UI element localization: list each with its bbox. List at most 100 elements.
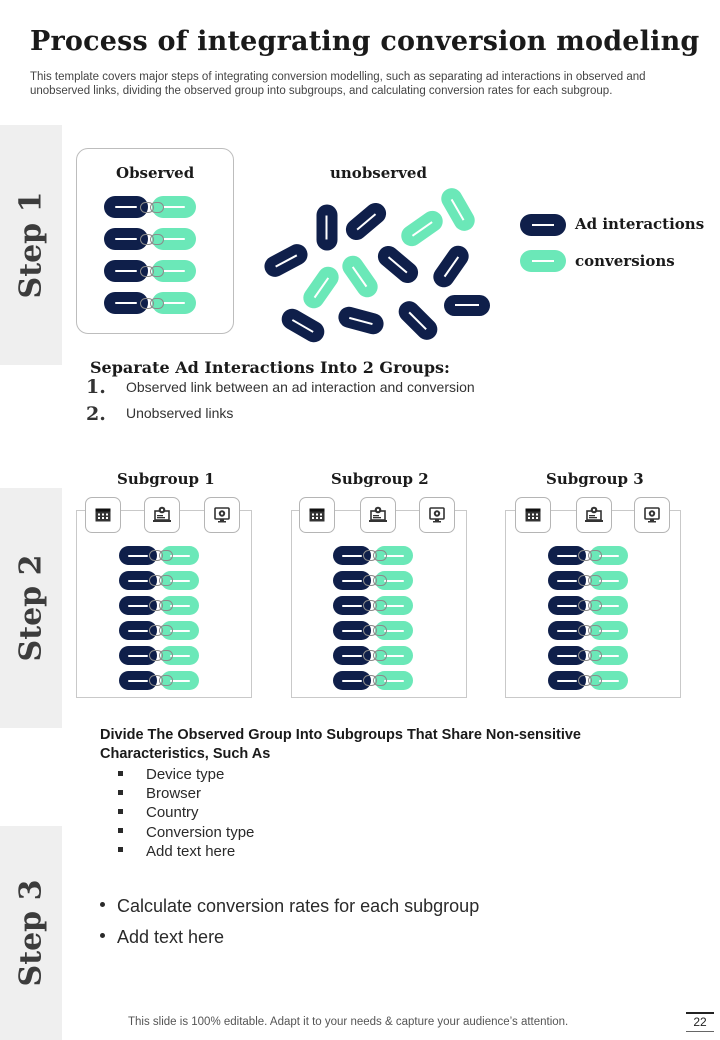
ad-interaction-pill [104,196,148,218]
ad-interaction-pill [341,198,391,244]
step-2-characteristics-list: Device type Browser Country Conversion t… [118,765,254,861]
conversion-pill [437,183,479,235]
step-3-label: Step 3 [13,879,49,987]
link-ring [373,550,387,561]
ad-interaction-pill [333,546,371,565]
item-2-text: Unobserved links [126,405,234,421]
monitor-gear-icon [634,497,670,533]
step-1-heading: Separate Ad Interactions Into 2 Groups: [90,358,450,377]
ad-interaction-pill [333,571,371,590]
calendar-grid-icon [515,497,551,533]
ad-interaction-pill [548,621,586,640]
list-item: Device type [118,765,254,784]
conversion-pill [152,292,196,314]
ad-interaction-pill [119,671,157,690]
page-title: Process of integrating conversion modeli… [30,26,700,57]
ad-interaction-pill [333,671,371,690]
ad-interaction-pill [333,621,371,640]
link-ring [159,575,173,586]
laptop-gear-icon [576,497,612,533]
ad-interaction-pill [104,292,148,314]
link-ring [373,600,387,611]
link-ring [150,201,164,213]
link-ring [159,675,173,686]
step-2-band: Step 2 [0,488,62,728]
link-ring [150,233,164,245]
ad-interaction-pill [316,204,338,250]
conversion-pill [152,228,196,250]
ad-interaction-pill [333,646,371,665]
legend-conversions-label: conversions [575,252,675,270]
conversion-pill [152,196,196,218]
ad-interaction-pill [548,671,586,690]
item-1-text: Observed link between an ad interaction … [126,379,475,395]
monitor-gear-icon [419,497,455,533]
ad-interaction-pill [548,596,586,615]
ad-interaction-pill [333,596,371,615]
link-ring [588,650,602,661]
step-1-band: Step 1 [0,125,62,365]
link-ring [159,650,173,661]
link-ring [373,675,387,686]
link-ring [373,625,387,636]
observed-group-box [76,148,234,334]
subgroup-1-title: Subgroup 1 [117,470,215,488]
link-ring [588,600,602,611]
link-ring [588,675,602,686]
step-3-list: Calculate conversion rates for each subg… [100,891,479,953]
legend-conversions-swatch [520,250,566,272]
link-ring [373,650,387,661]
page-subtitle: This template covers major steps of inte… [30,71,646,97]
conversion-pill [338,251,382,301]
ad-interaction-pill [548,646,586,665]
ad-interaction-pill [260,239,312,281]
conversion-pill [397,206,447,250]
ad-interaction-pill [119,621,157,640]
ad-interaction-pill [104,260,148,282]
ad-interaction-pill [373,241,423,287]
link-ring [150,265,164,277]
ad-interaction-pill [119,596,157,615]
step-1-label: Step 1 [13,191,49,299]
ad-interaction-pill [336,303,386,337]
ad-interaction-pill [548,571,586,590]
list-item: Browser [118,784,254,803]
list-item: Country [118,803,254,822]
page-number: 22 [686,1012,714,1032]
link-ring [373,575,387,586]
link-ring [159,600,173,611]
unobserved-label: unobserved [330,164,427,182]
link-ring [159,550,173,561]
list-item: Conversion type [118,823,254,842]
observed-label: Observed [116,164,195,182]
subgroup-2-title: Subgroup 2 [331,470,429,488]
monitor-gear-icon [204,497,240,533]
legend-ad-interactions-swatch [520,214,566,236]
list-item: Add text here [118,842,254,861]
ad-interaction-pill [119,546,157,565]
ad-interaction-pill [277,304,329,346]
ad-interaction-pill [394,296,442,344]
link-ring [588,550,602,561]
link-ring [150,297,164,309]
list-item: Add text here [100,922,479,953]
ad-interaction-pill [119,571,157,590]
ad-interaction-pill [119,646,157,665]
subgroup-3-title: Subgroup 3 [546,470,644,488]
item-1-number: 1. [86,376,106,398]
step-2-label: Step 2 [13,554,49,662]
conversion-pill [152,260,196,282]
link-ring [588,625,602,636]
laptop-gear-icon [144,497,180,533]
step-2-heading: Divide The Observed Group Into Subgroups… [100,727,581,762]
ad-interaction-pill [429,241,473,291]
ad-interaction-pill [104,228,148,250]
link-ring [588,575,602,586]
item-2-number: 2. [86,403,106,425]
calendar-grid-icon [299,497,335,533]
list-item: Calculate conversion rates for each subg… [100,891,479,922]
footer-note: This slide is 100% editable. Adapt it to… [128,1016,569,1028]
calendar-grid-icon [85,497,121,533]
step-3-band: Step 3 [0,826,62,1040]
ad-interaction-pill [444,294,490,316]
